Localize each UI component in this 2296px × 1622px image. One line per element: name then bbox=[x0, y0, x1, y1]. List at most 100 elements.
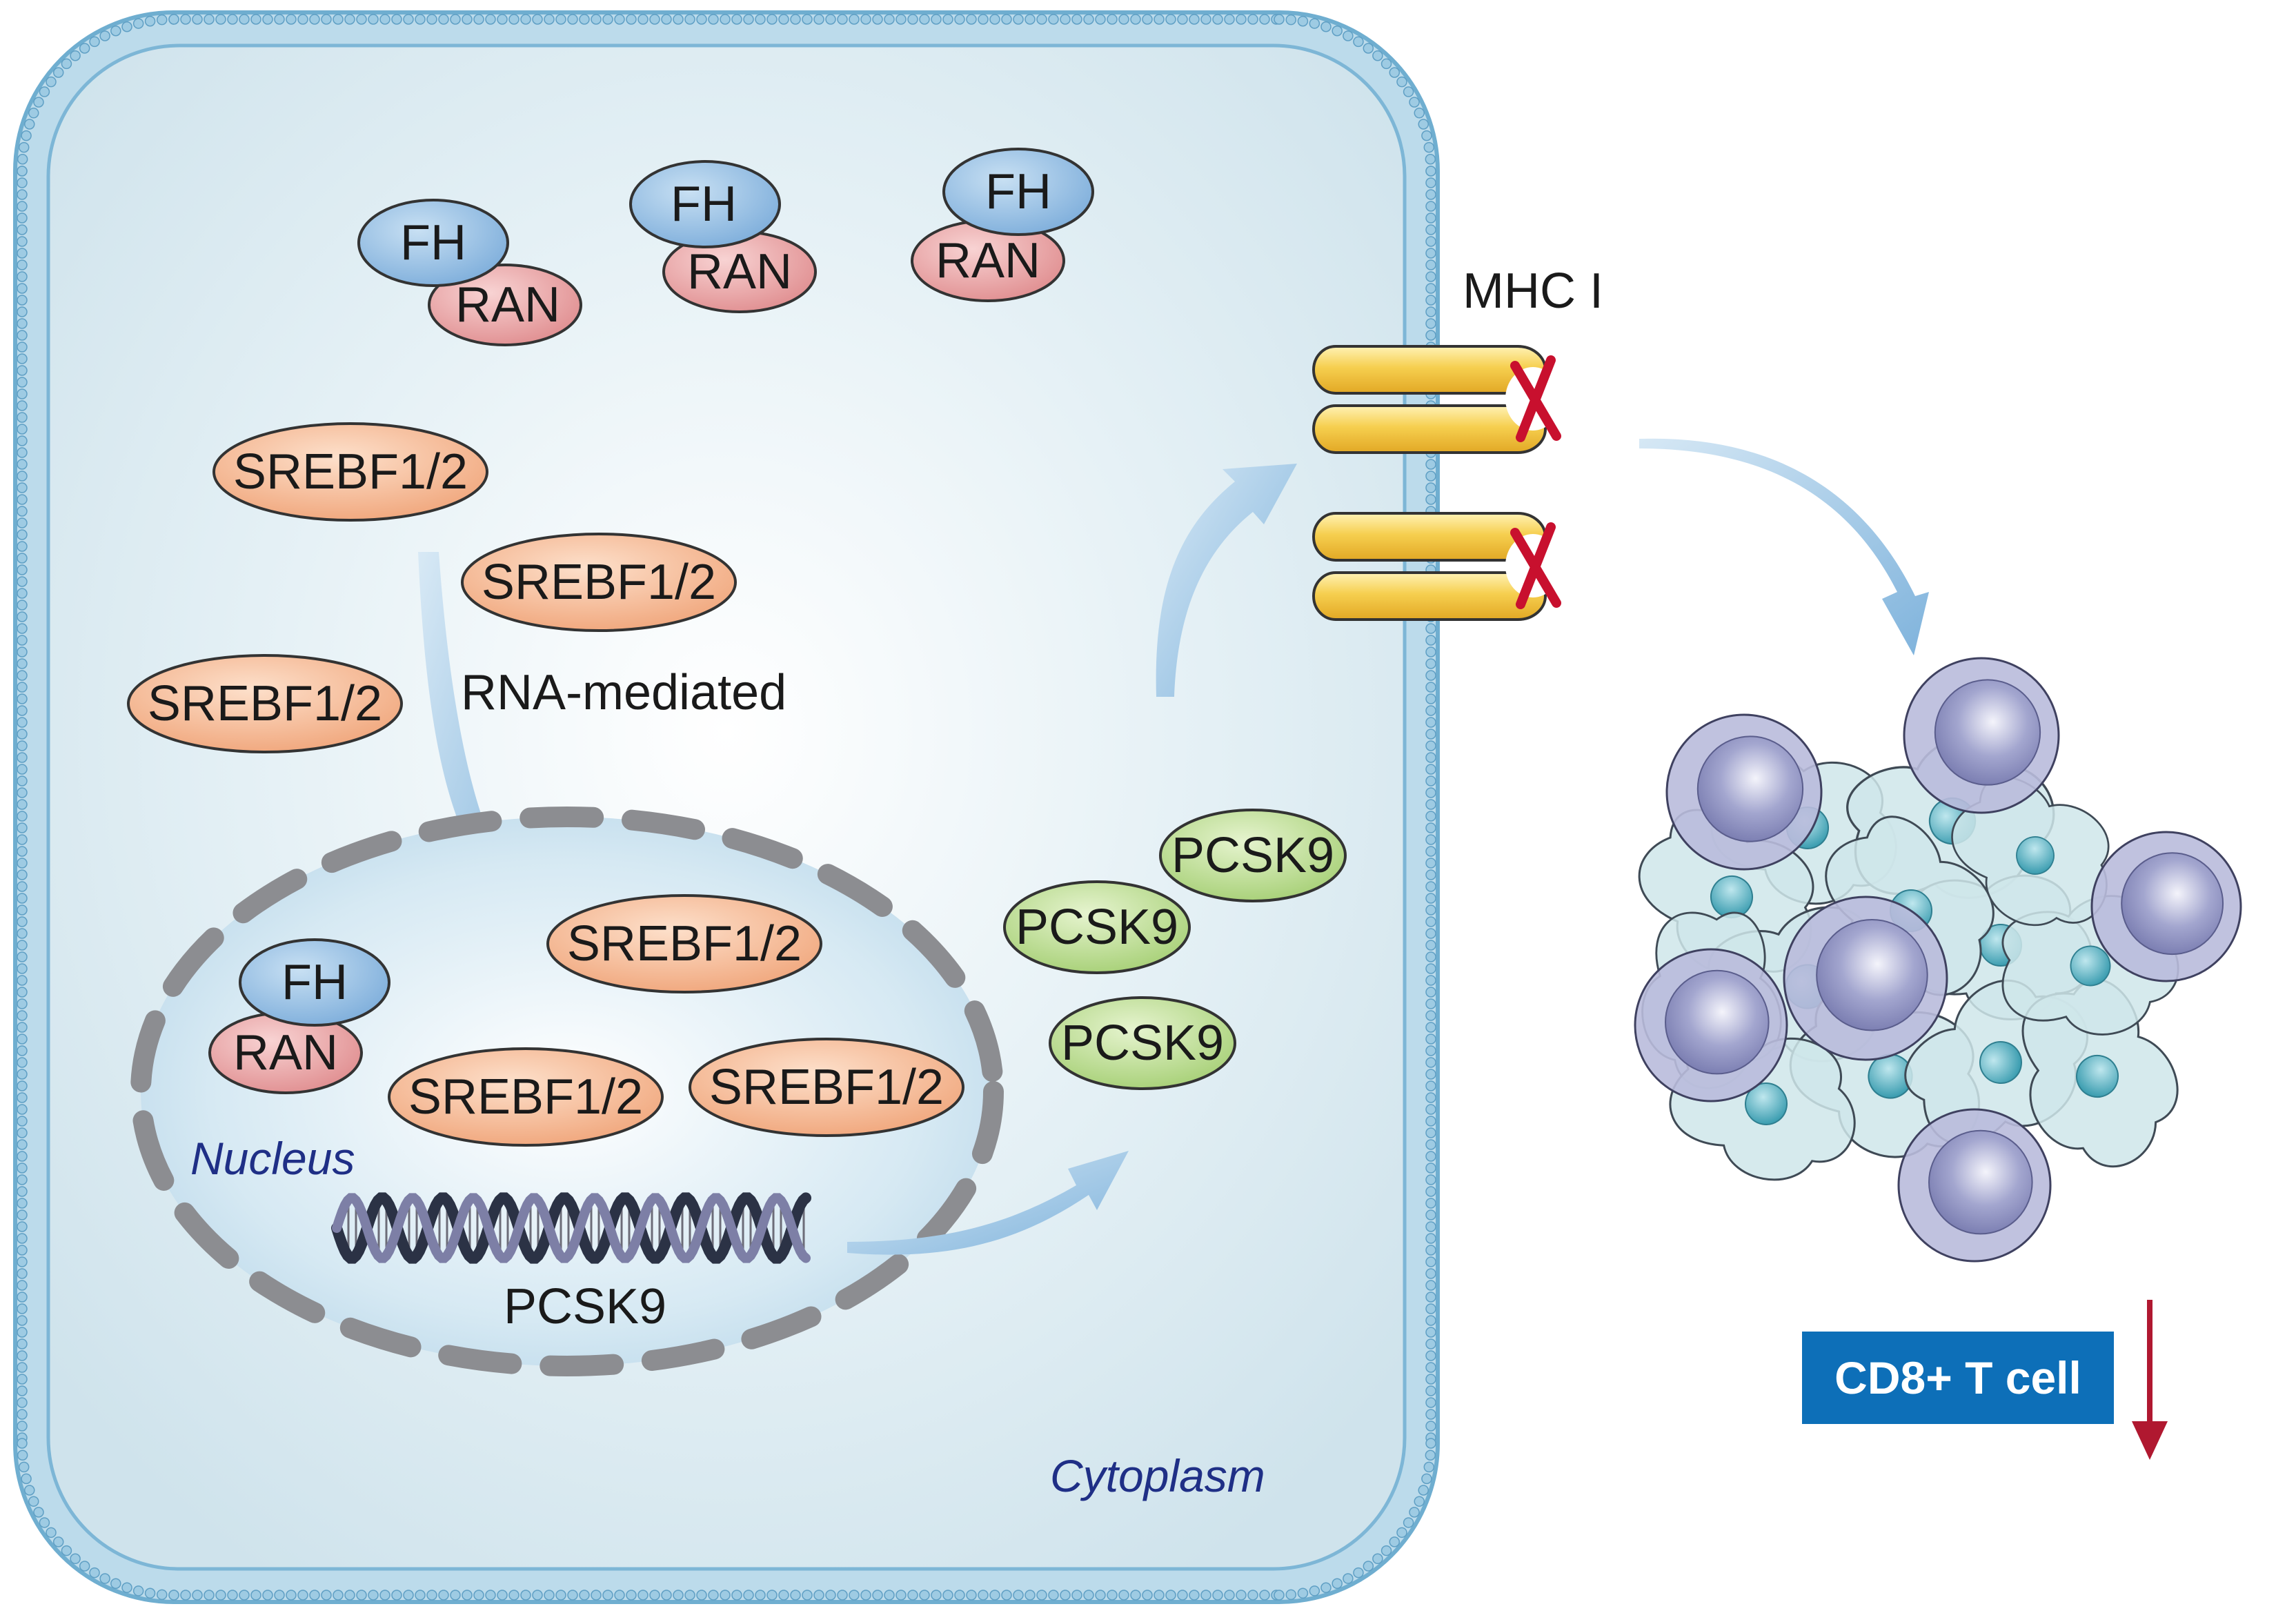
lipid-head bbox=[17, 623, 28, 634]
lipid-head bbox=[1425, 1350, 1436, 1361]
lipid-head bbox=[1425, 177, 1436, 188]
lipid-head bbox=[1425, 1268, 1436, 1279]
lipid-head bbox=[227, 14, 238, 25]
lipid-head bbox=[1425, 248, 1436, 259]
lipid-head bbox=[17, 494, 28, 505]
lipid-head bbox=[110, 25, 121, 37]
lipid-head bbox=[438, 14, 449, 25]
lipid-head bbox=[70, 1553, 81, 1565]
lipid-head bbox=[33, 97, 44, 108]
lipid-head bbox=[391, 1590, 402, 1601]
lipid-head bbox=[321, 14, 332, 25]
lipid-head bbox=[1425, 1245, 1436, 1256]
pcsk9-to-mhc-arrow bbox=[1156, 464, 1297, 697]
lipid-head bbox=[132, 1585, 144, 1596]
lipid-head bbox=[17, 236, 28, 247]
lipid-head bbox=[227, 1590, 238, 1601]
lipid-head bbox=[731, 1590, 742, 1601]
lipid-head bbox=[1425, 1186, 1436, 1197]
lipid-head bbox=[204, 14, 215, 25]
lipid-head bbox=[1425, 482, 1436, 493]
t-cell-nucleus bbox=[1934, 679, 2041, 786]
lipid-head bbox=[1380, 1545, 1392, 1556]
lipid-head bbox=[1425, 811, 1436, 822]
lipid-head bbox=[989, 14, 1000, 25]
lipid-head bbox=[1425, 881, 1436, 892]
expression-arrow bbox=[847, 1151, 1129, 1255]
lipid-head bbox=[684, 1590, 695, 1601]
lipid-head bbox=[1425, 787, 1436, 798]
lipid-head bbox=[403, 14, 414, 25]
lipid-head bbox=[1425, 752, 1436, 763]
lipid-head bbox=[555, 1590, 566, 1601]
lipid-head bbox=[931, 14, 942, 25]
srebf-label: SREBF1/2 bbox=[408, 1069, 643, 1125]
lipid-head bbox=[17, 1292, 28, 1303]
lipid-head bbox=[1425, 318, 1436, 329]
lipid-head bbox=[17, 1221, 28, 1232]
lipid-head bbox=[61, 58, 72, 70]
lipid-head bbox=[1425, 869, 1436, 880]
lipid-head bbox=[17, 435, 28, 446]
lipid-head bbox=[344, 14, 355, 25]
fh-protein bbox=[239, 938, 390, 1027]
lipid-head bbox=[1212, 1590, 1223, 1601]
lipid-head bbox=[1425, 1362, 1436, 1373]
lipid-head bbox=[17, 893, 28, 904]
lipid-head bbox=[17, 283, 28, 294]
lipid-head bbox=[837, 14, 848, 25]
lipid-head bbox=[1425, 1151, 1436, 1162]
lipid-head bbox=[473, 14, 484, 25]
tumor-cell-nucleus bbox=[1745, 1082, 1788, 1125]
lipid-head bbox=[1425, 166, 1436, 177]
lipid-head bbox=[1224, 14, 1235, 25]
cd8-t-cell bbox=[2090, 831, 2242, 982]
nuclear-envelope bbox=[130, 807, 1004, 1376]
lipid-head bbox=[52, 1536, 64, 1547]
lipid-head bbox=[696, 14, 707, 25]
lipid-head bbox=[17, 447, 28, 458]
srebf-shape bbox=[212, 422, 488, 522]
lipid-head bbox=[1425, 951, 1436, 962]
lipid-head bbox=[1060, 14, 1071, 25]
lipid-head bbox=[1425, 693, 1436, 704]
lipid-head bbox=[1025, 1590, 1036, 1601]
tumor-cell-nucleus bbox=[1710, 876, 1753, 918]
lipid-head bbox=[1297, 1588, 1309, 1599]
lipid-head bbox=[17, 1268, 28, 1279]
lipid-head bbox=[978, 14, 989, 25]
lipid-head bbox=[17, 271, 28, 282]
lipid-head bbox=[415, 14, 426, 25]
lipid-head bbox=[743, 14, 754, 25]
lipid-head bbox=[602, 1590, 613, 1601]
lipid-head bbox=[1409, 1507, 1420, 1518]
lipid-head bbox=[17, 388, 28, 399]
srebf-protein-1: SREBF1/2 bbox=[212, 422, 488, 522]
lipid-head bbox=[1274, 14, 1285, 25]
t-cell-nucleus bbox=[1816, 919, 1928, 1031]
lipid-head bbox=[1414, 108, 1425, 119]
lipid-head bbox=[1425, 1163, 1436, 1174]
lipid-head bbox=[1425, 717, 1436, 728]
lipid-head bbox=[1425, 1338, 1436, 1349]
pcsk9-label: PCSK9 bbox=[1171, 828, 1334, 883]
lipid-head bbox=[17, 1303, 28, 1314]
lipid-head bbox=[1425, 1069, 1436, 1080]
lipid-head bbox=[579, 1590, 590, 1601]
lipid-head bbox=[344, 1590, 355, 1601]
tumor-cell-nucleus bbox=[2016, 836, 2055, 875]
fh-protein bbox=[357, 199, 509, 287]
lipid-head bbox=[17, 998, 28, 1009]
lipid-head bbox=[17, 1350, 28, 1361]
lipid-head bbox=[356, 14, 367, 25]
pcsk9-shape bbox=[1049, 996, 1236, 1090]
lipid-head bbox=[24, 1485, 35, 1496]
lipid-head bbox=[978, 1590, 989, 1601]
lipid-head bbox=[591, 1590, 602, 1601]
lipid-head bbox=[602, 14, 613, 25]
pcsk9-label: PCSK9 bbox=[1016, 900, 1178, 955]
lipid-head bbox=[1425, 646, 1436, 657]
lipid-head bbox=[1154, 14, 1165, 25]
lipid-head bbox=[17, 517, 28, 528]
fh-label: FH bbox=[985, 164, 1051, 219]
